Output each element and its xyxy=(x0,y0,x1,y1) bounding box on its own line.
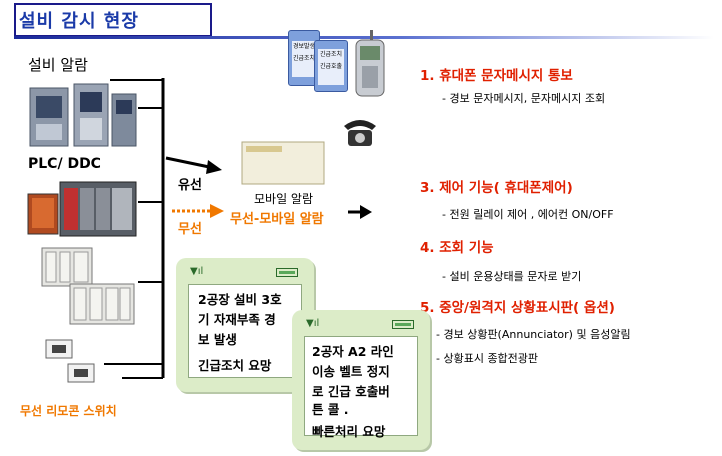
phone-message-line: 2공자 A2 라인 xyxy=(312,344,394,359)
feature-3-item: - 전원 릴레이 제어 , 에어컨 ON/OFF xyxy=(442,208,614,221)
cell-phone-icon xyxy=(355,30,385,97)
title-underline xyxy=(14,36,714,39)
phone-message-line: 이송 벨트 정지 xyxy=(312,364,390,379)
telephone-icon xyxy=(344,120,376,146)
phone-message-1: ▼ıl 2공장 설비 3호 기 자재부족 경 보 발생 긴급조치 요망 xyxy=(176,258,314,392)
alarm-box-label: 긴급조치 xyxy=(292,55,316,62)
feature-5-title: 5. 중앙/원격지 상황표시판( 옵션) xyxy=(420,300,615,316)
phone-message-line: 빠른처리 요망 xyxy=(312,424,386,439)
feature-4-item: - 설비 운용상태를 문자로 받기 xyxy=(442,270,582,283)
plc-rack-icons xyxy=(27,181,137,237)
feature-4-title: 4. 조회 기능 xyxy=(420,240,494,256)
phone-screen xyxy=(304,336,418,436)
feature-5-item-1: - 경보 상황판(Annunciator) 및 음성알림 xyxy=(436,328,631,341)
equipment-alarm-label: 설비 알람 xyxy=(28,56,88,74)
feature-5-item-2: - 상황표시 종합전광판 xyxy=(436,352,539,365)
phone-message-line: 2공장 설비 3호 xyxy=(198,292,282,307)
feature-1-item: - 경보 문자메시지, 문자메시지 조회 xyxy=(442,92,606,105)
mobile-alarm-label: 모바일 알람 xyxy=(254,192,314,206)
alarm-box-label: 경보발생 xyxy=(292,43,316,50)
cnc-machine-icons xyxy=(29,83,137,147)
phone-screen xyxy=(188,284,302,378)
battery-icon xyxy=(392,320,414,329)
phone-message-line: 튼 콜 . xyxy=(312,402,349,417)
phone-message-line: 로 긴급 호출버 xyxy=(312,384,390,399)
mobile-alarm-device-icon xyxy=(241,141,325,185)
wireless-mobile-alarm-label: 무선-모바일 알람 xyxy=(230,212,324,227)
feature-3-title: 3. 제어 기능( 휴대폰제어) xyxy=(420,180,573,196)
plc-ddc-label: PLC/ DDC xyxy=(28,156,101,172)
alarm-box-2: 긴급조치 긴급호출 xyxy=(314,40,348,92)
phone-message-line: 보 발생 xyxy=(198,332,237,347)
wired-label: 유선 xyxy=(178,178,202,193)
plc-module-icons xyxy=(41,247,135,325)
alarm-box-label: 긴급조치 xyxy=(319,51,343,58)
signal-icon: ▼ıl xyxy=(306,318,320,329)
phone-message-line: 긴급조치 요망 xyxy=(198,358,272,373)
page-title: 설비 감시 현장 xyxy=(19,11,139,32)
feature-1-title: 1. 휴대폰 문자메시지 통보 xyxy=(420,68,573,84)
remote-switch-icons xyxy=(45,339,95,383)
phone-message-2: ▼ıl 2공자 A2 라인 이송 벨트 정지 로 긴급 호출버 튼 콜 . 빠른… xyxy=(292,310,430,450)
battery-icon xyxy=(276,268,298,277)
signal-icon: ▼ıl xyxy=(190,266,204,277)
phone-message-line: 기 자재부족 경 xyxy=(198,312,276,327)
alarm-box-label: 긴급호출 xyxy=(319,63,343,70)
wireless-label: 무선 xyxy=(178,222,202,237)
wireless-remote-label: 무선 리모콘 스위치 xyxy=(20,404,117,418)
